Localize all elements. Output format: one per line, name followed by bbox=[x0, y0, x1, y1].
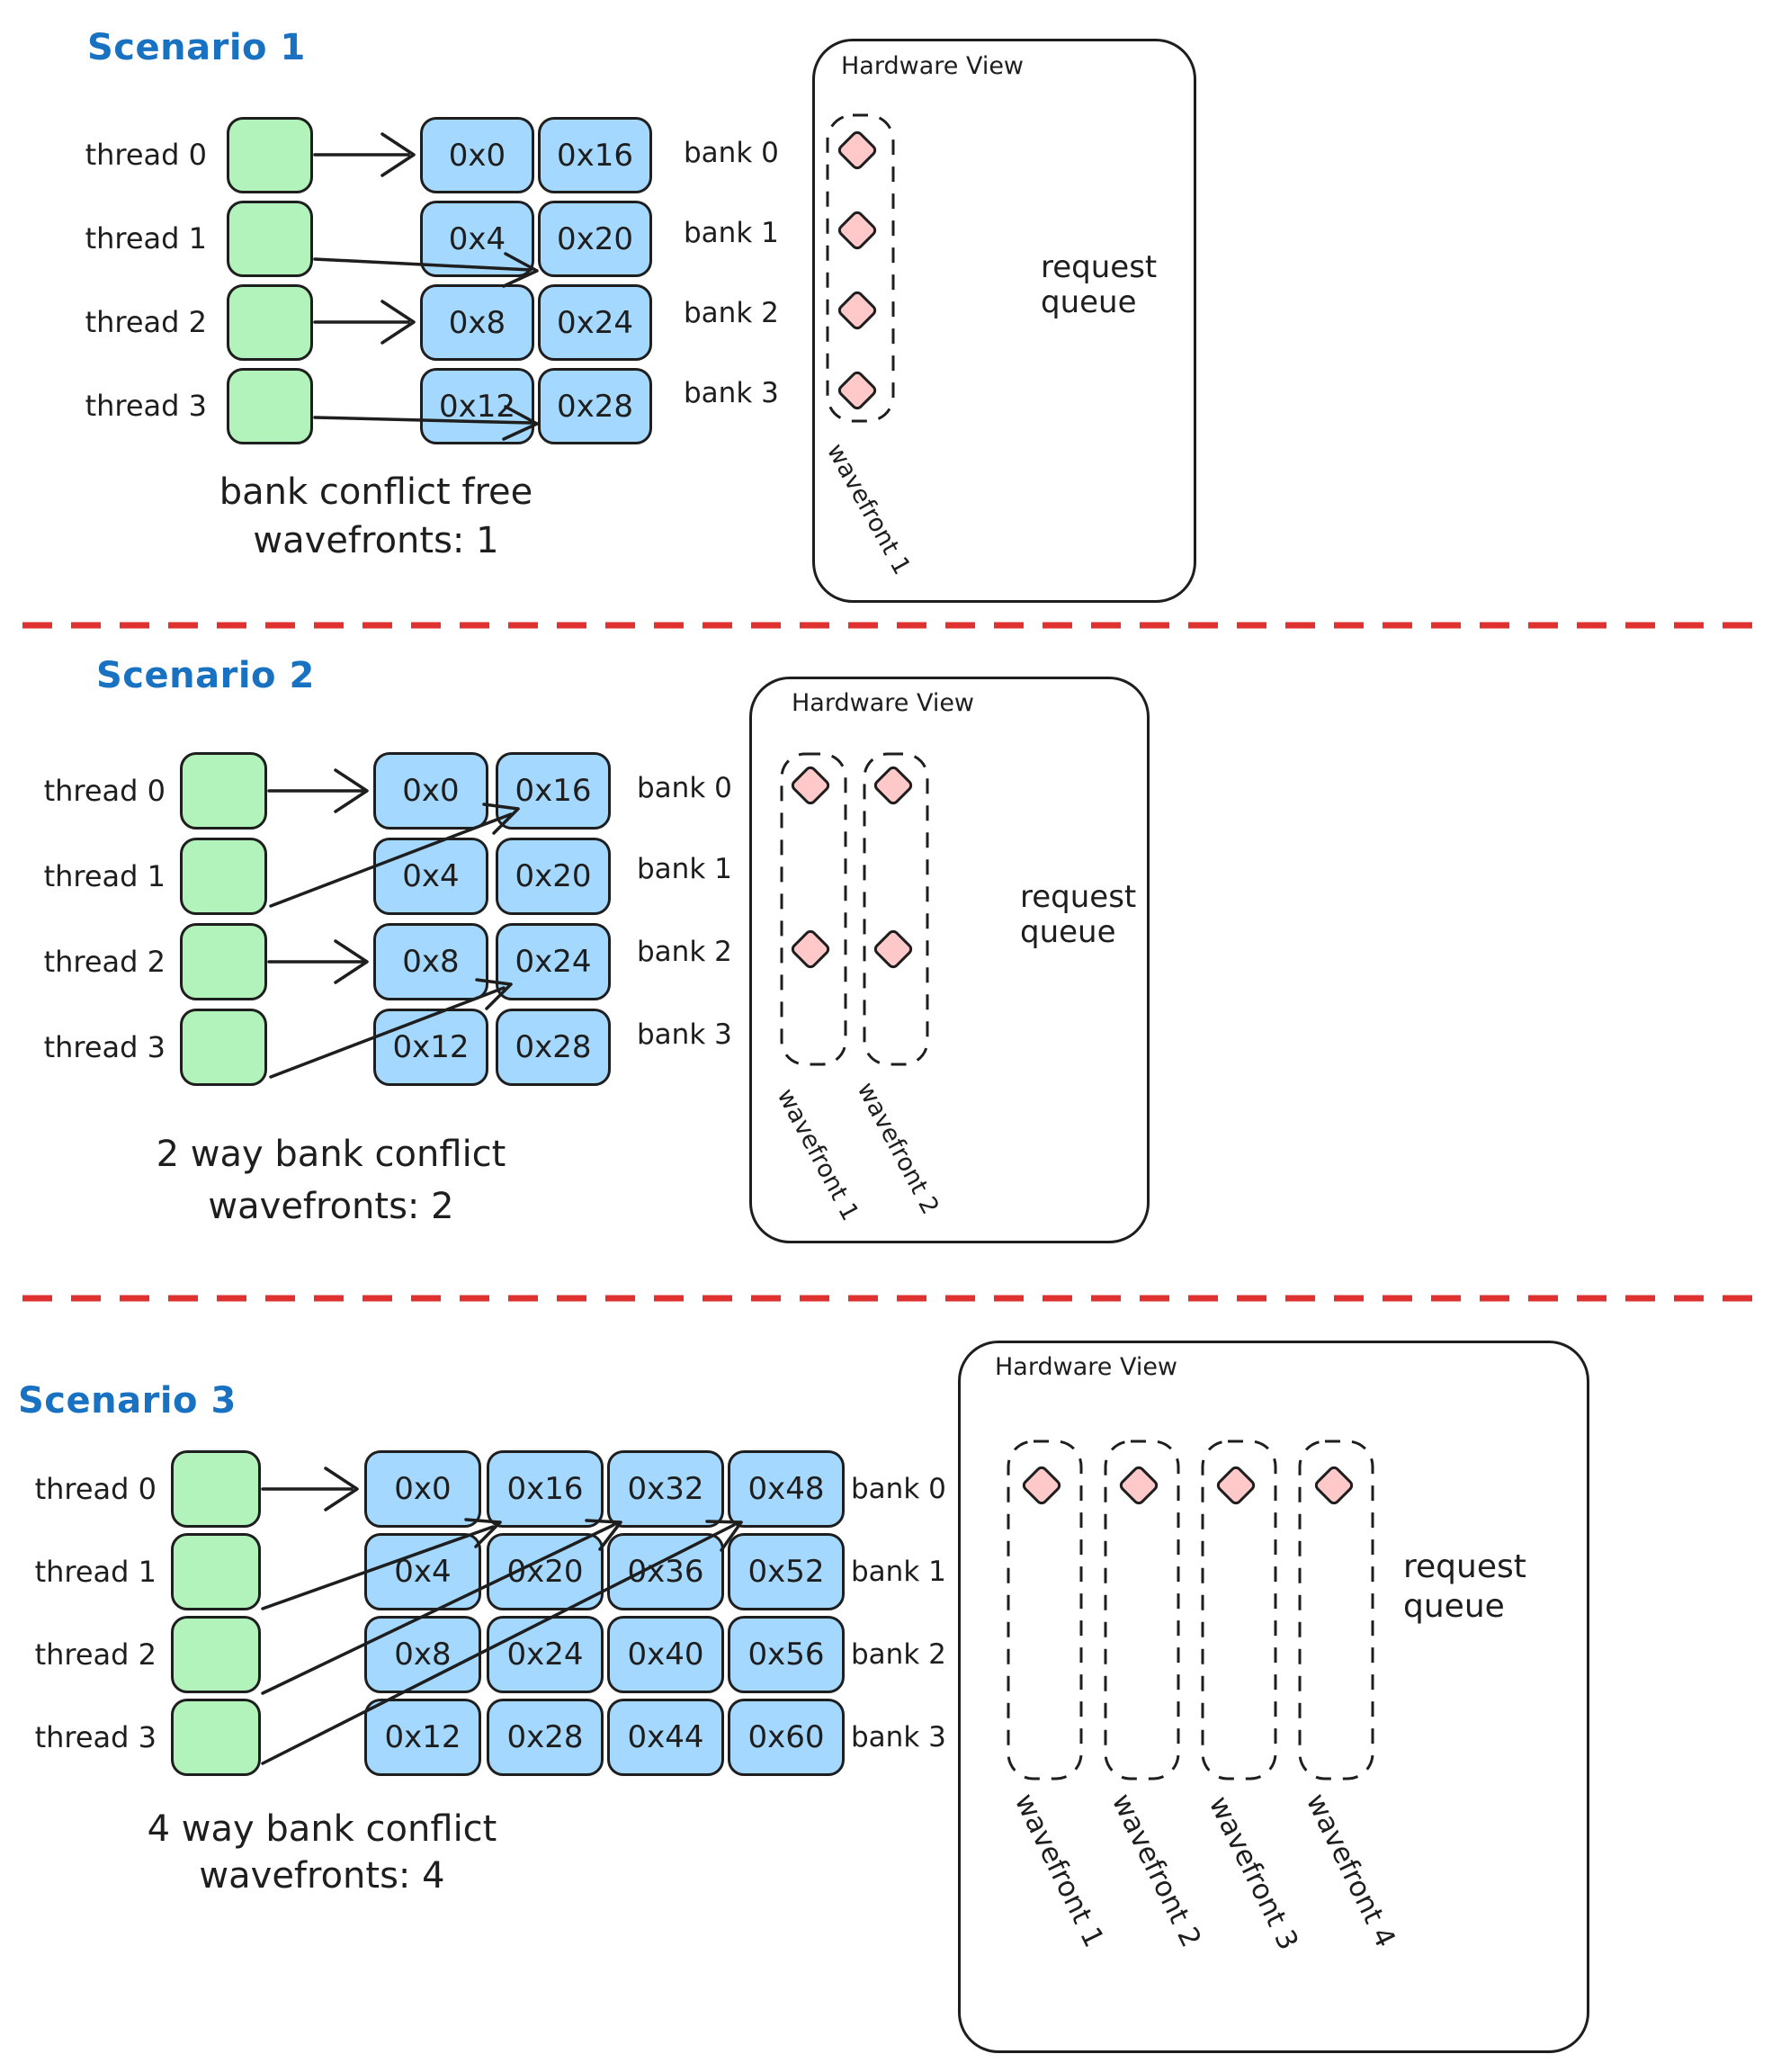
bank-label: bank 0 bbox=[637, 772, 732, 804]
address-cell: 0x28 bbox=[538, 368, 652, 444]
address-cell: 0x16 bbox=[538, 117, 652, 193]
address-cell: 0x16 bbox=[487, 1450, 604, 1528]
thread-label: thread 0 bbox=[43, 774, 166, 808]
address-cell: 0x56 bbox=[728, 1616, 845, 1693]
bank-label: bank 0 bbox=[851, 1473, 946, 1505]
bank-label: bank 1 bbox=[637, 853, 732, 885]
thread-label: thread 2 bbox=[85, 305, 207, 339]
address-cell: 0x12 bbox=[364, 1699, 481, 1776]
address-cell: 0x20 bbox=[487, 1533, 604, 1610]
address-cell: 0x0 bbox=[364, 1450, 481, 1528]
bank-label: bank 0 bbox=[684, 137, 779, 169]
thread-box bbox=[227, 201, 313, 277]
request-queue-label: request queue bbox=[1020, 879, 1137, 950]
thread-box bbox=[171, 1450, 261, 1528]
address-cell: 0x8 bbox=[364, 1616, 481, 1693]
hardware-view-title: Hardware View bbox=[792, 689, 975, 717]
address-cell: 0x40 bbox=[607, 1616, 724, 1693]
address-cell: 0x12 bbox=[420, 368, 534, 444]
thread-label: thread 2 bbox=[43, 945, 166, 979]
bank-label: bank 2 bbox=[684, 297, 779, 329]
thread-box bbox=[227, 284, 313, 361]
thread-label: thread 3 bbox=[34, 1720, 157, 1754]
thread-box bbox=[227, 117, 313, 193]
address-cell: 0x8 bbox=[420, 284, 534, 361]
thread-label: thread 0 bbox=[85, 138, 207, 172]
thread-label: thread 0 bbox=[34, 1472, 157, 1506]
scenario-caption: 4 way bank conflict bbox=[147, 1808, 497, 1850]
address-cell: 0x8 bbox=[373, 923, 488, 1000]
scenario-caption: bank conflict free bbox=[219, 471, 533, 513]
thread-label: thread 2 bbox=[34, 1637, 157, 1672]
address-cell: 0x16 bbox=[496, 752, 611, 830]
hardware-view-title: Hardware View bbox=[841, 52, 1025, 80]
scenario-2-title: Scenario 2 bbox=[96, 655, 315, 696]
address-cell: 0x12 bbox=[373, 1009, 488, 1086]
address-cell: 0x0 bbox=[420, 117, 534, 193]
thread-box bbox=[180, 752, 267, 830]
address-cell: 0x4 bbox=[364, 1533, 481, 1610]
address-cell: 0x36 bbox=[607, 1533, 724, 1610]
address-cell: 0x0 bbox=[373, 752, 488, 830]
scenario-caption: wavefronts: 4 bbox=[199, 1855, 445, 1897]
address-cell: 0x20 bbox=[496, 838, 611, 915]
thread-box bbox=[180, 1009, 267, 1086]
thread-box bbox=[180, 838, 267, 915]
thread-label: thread 3 bbox=[43, 1030, 166, 1064]
thread-label: thread 1 bbox=[34, 1555, 157, 1589]
scenario-caption: wavefronts: 1 bbox=[253, 520, 499, 561]
request-queue-label: request queue bbox=[1041, 249, 1158, 320]
request-queue-label: request queue bbox=[1403, 1548, 1526, 1625]
bank-label: bank 3 bbox=[637, 1018, 732, 1051]
hardware-view-title: Hardware View bbox=[995, 1353, 1178, 1381]
address-cell: 0x32 bbox=[607, 1450, 724, 1528]
thread-label: thread 1 bbox=[85, 221, 207, 256]
bank-label: bank 1 bbox=[684, 217, 779, 249]
address-cell: 0x28 bbox=[487, 1699, 604, 1776]
bank-label: bank 2 bbox=[851, 1638, 946, 1671]
address-cell: 0x4 bbox=[420, 201, 534, 277]
scenario-1-title: Scenario 1 bbox=[87, 27, 306, 68]
thread-box bbox=[180, 923, 267, 1000]
thread-box bbox=[227, 368, 313, 444]
address-cell: 0x4 bbox=[373, 838, 488, 915]
scenario-caption: wavefronts: 2 bbox=[208, 1186, 454, 1227]
thread-label: thread 3 bbox=[85, 389, 207, 423]
address-cell: 0x20 bbox=[538, 201, 652, 277]
address-cell: 0x44 bbox=[607, 1699, 724, 1776]
address-cell: 0x52 bbox=[728, 1533, 845, 1610]
address-cell: 0x48 bbox=[728, 1450, 845, 1528]
bank-label: bank 1 bbox=[851, 1556, 946, 1588]
thread-box bbox=[171, 1616, 261, 1693]
thread-box bbox=[171, 1533, 261, 1610]
bank-label: bank 3 bbox=[684, 377, 779, 409]
address-cell: 0x60 bbox=[728, 1699, 845, 1776]
scenario-3-title: Scenario 3 bbox=[18, 1380, 237, 1422]
address-cell: 0x24 bbox=[496, 923, 611, 1000]
address-cell: 0x28 bbox=[496, 1009, 611, 1086]
thread-box bbox=[171, 1699, 261, 1776]
scenario-caption: 2 way bank conflict bbox=[156, 1134, 506, 1175]
address-cell: 0x24 bbox=[538, 284, 652, 361]
thread-label: thread 1 bbox=[43, 859, 166, 893]
bank-label: bank 2 bbox=[637, 936, 732, 968]
bank-label: bank 3 bbox=[851, 1721, 946, 1754]
address-cell: 0x24 bbox=[487, 1616, 604, 1693]
